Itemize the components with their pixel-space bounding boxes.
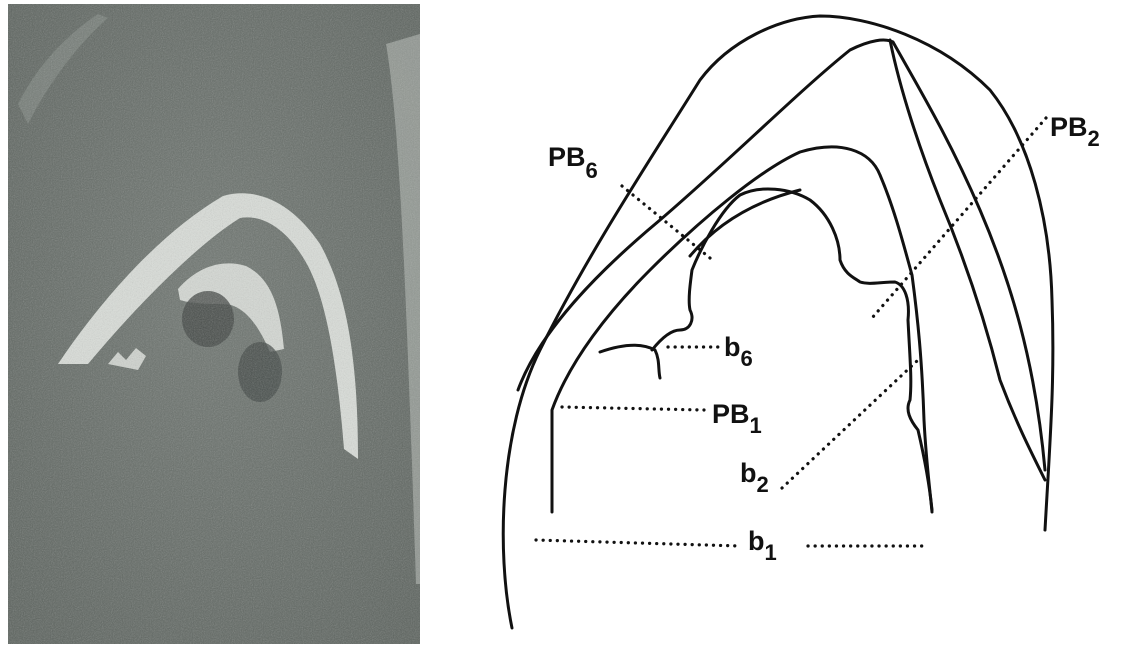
label-pb2-main: PB [1050, 112, 1088, 142]
label-b2: b2 [740, 458, 769, 497]
label-b1: b1 [748, 526, 777, 565]
label-pb1-main: PB [712, 399, 750, 429]
photo-grain [8, 4, 420, 644]
specimen-photograph [8, 4, 420, 644]
outer-contour-line [503, 16, 1053, 628]
label-pb2-sub: 2 [1088, 126, 1100, 151]
second-contour-line [518, 40, 1045, 470]
label-pb6: PB6 [548, 142, 598, 183]
inner-diagonal-line [690, 190, 800, 256]
label-b2-sub: 2 [757, 472, 769, 497]
label-b1-main: b [748, 526, 765, 556]
label-pb1-sub: 1 [750, 413, 762, 438]
apex-descending-line [890, 40, 1045, 480]
label-b2-main: b [740, 458, 757, 488]
label-pb6-sub: 6 [586, 158, 598, 183]
label-b6-main: b [724, 332, 741, 362]
label-b1-sub: 1 [765, 540, 777, 565]
pb2-leader-line [872, 118, 1046, 318]
b1-leader-line-left [536, 540, 740, 546]
label-pb2: PB2 [1050, 112, 1100, 151]
pb1-leader-line [562, 407, 704, 410]
label-b6: b6 [724, 332, 753, 371]
label-pb1: PB1 [712, 399, 762, 438]
line-drawing: PB6 PB2 b6 PB1 b2 b1 [430, 0, 1127, 647]
chamber-outline [600, 189, 932, 510]
b2-leader-line [782, 360, 918, 488]
label-pb6-main: PB [548, 142, 586, 172]
label-b6-sub: 6 [741, 346, 753, 371]
